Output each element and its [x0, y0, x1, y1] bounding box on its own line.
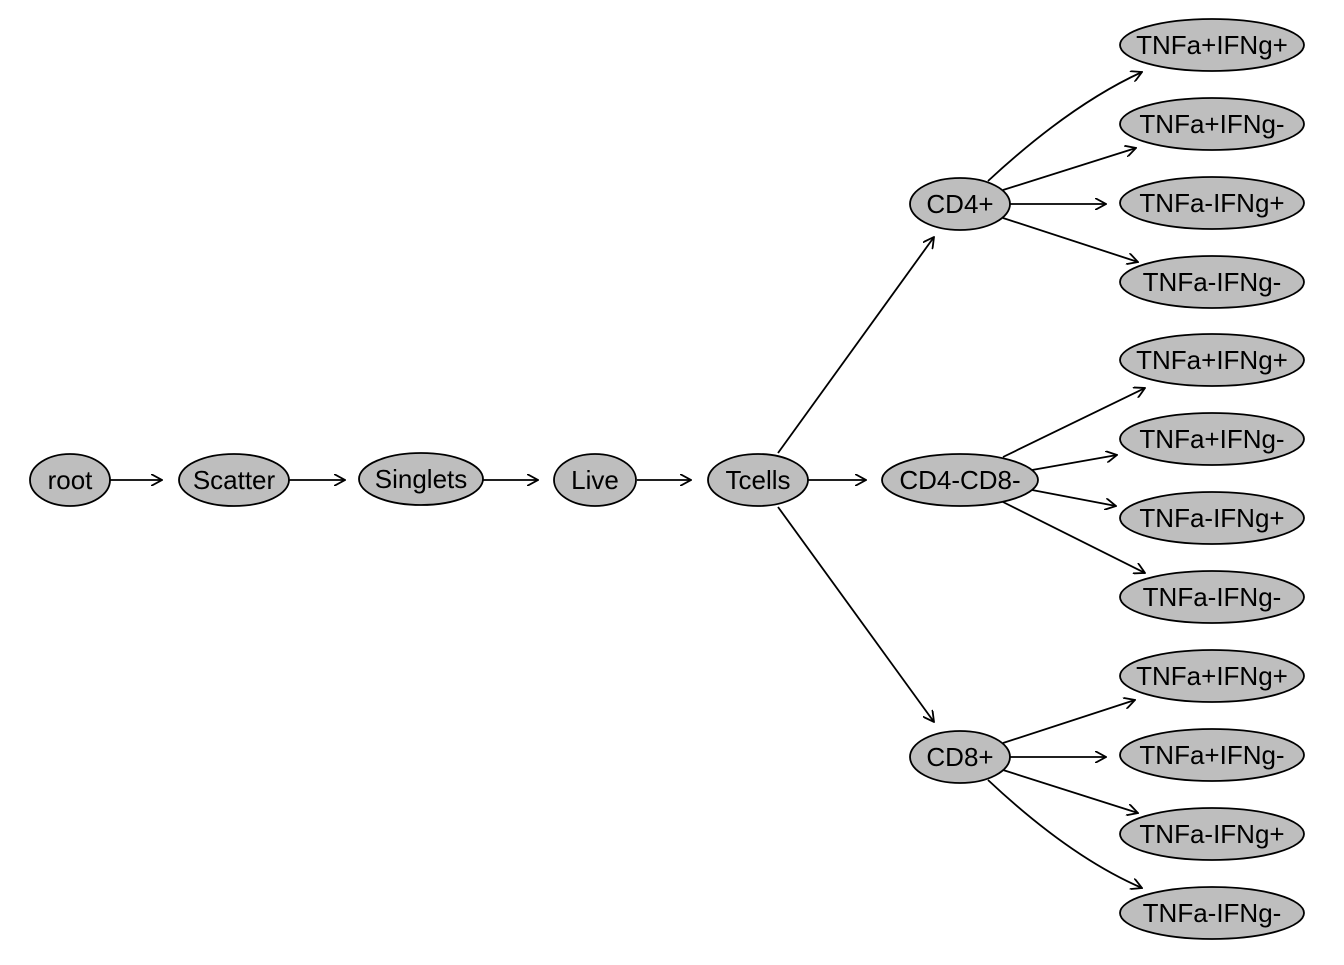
node-ellipse: [1119, 728, 1305, 782]
node-tcells: Tcells: [707, 453, 809, 507]
node-ellipse: [1119, 255, 1305, 309]
node-scatter: Scatter: [178, 453, 290, 507]
node-label: TNFa-IFNg-: [1143, 898, 1282, 928]
node-ellipse: [1119, 570, 1305, 624]
node-ellipse: [1119, 807, 1305, 861]
node-ellipse: [707, 453, 809, 507]
node-live: Live: [553, 453, 637, 507]
node-ellipse: [1119, 491, 1305, 545]
node-ellipse: [358, 452, 484, 506]
node-label: Scatter: [193, 465, 276, 495]
node-label: root: [48, 465, 94, 495]
node-label: CD8+: [926, 742, 993, 772]
edge-cd4-to-cd4_pp: [987, 72, 1142, 182]
node-cd8_pm: TNFa+IFNg-: [1119, 728, 1305, 782]
node-label: Live: [571, 465, 619, 495]
node-singlets: Singlets: [358, 452, 484, 506]
node-ellipse: [909, 177, 1011, 231]
node-label: TNFa+IFNg+: [1136, 345, 1288, 375]
node-label: TNFa-IFNg+: [1139, 819, 1284, 849]
node-ellipse: [909, 730, 1011, 784]
node-cd4_mp: TNFa-IFNg+: [1119, 176, 1305, 230]
edge-cd8-to-cd8_mm: [987, 779, 1142, 888]
edge-dn-to-dn_pm: [1031, 455, 1117, 471]
node-cd4_mm: TNFa-IFNg-: [1119, 255, 1305, 309]
node-ellipse: [881, 453, 1039, 507]
edge-tcells-to-cd4: [777, 237, 934, 454]
node-cd8_mm: TNFa-IFNg-: [1119, 886, 1305, 940]
node-ellipse: [1119, 18, 1305, 72]
node-label: Tcells: [725, 465, 790, 495]
edge-dn-to-dn_pp: [1002, 388, 1145, 458]
edge-cd4-to-cd4_pm: [1002, 148, 1136, 191]
node-dn_mm: TNFa-IFNg-: [1119, 570, 1305, 624]
node-label: TNFa-IFNg+: [1139, 188, 1284, 218]
edge-dn-to-dn_mp: [1031, 489, 1116, 506]
node-dn: CD4-CD8-: [881, 453, 1039, 507]
edge-cd8-to-cd8_pp: [1002, 700, 1135, 744]
edge-cd8-to-cd8_mp: [1002, 769, 1138, 813]
node-ellipse: [1119, 176, 1305, 230]
node-ellipse: [178, 453, 290, 507]
edge-dn-to-dn_mm: [1002, 501, 1145, 573]
node-ellipse: [1119, 333, 1305, 387]
node-label: CD4+: [926, 189, 993, 219]
node-cd8_mp: TNFa-IFNg+: [1119, 807, 1305, 861]
node-cd8_pp: TNFa+IFNg+: [1119, 649, 1305, 703]
node-label: TNFa-IFNg-: [1143, 582, 1282, 612]
node-ellipse: [1119, 97, 1305, 151]
node-cd8: CD8+: [909, 730, 1011, 784]
node-cd4_pm: TNFa+IFNg-: [1119, 97, 1305, 151]
node-dn_mp: TNFa-IFNg+: [1119, 491, 1305, 545]
node-label: TNFa-IFNg-: [1143, 267, 1282, 297]
node-label: TNFa-IFNg+: [1139, 503, 1284, 533]
node-label: CD4-CD8-: [899, 465, 1020, 495]
node-label: TNFa+IFNg+: [1136, 661, 1288, 691]
node-cd4_pp: TNFa+IFNg+: [1119, 18, 1305, 72]
node-label: TNFa+IFNg-: [1139, 424, 1284, 454]
node-ellipse: [29, 453, 111, 507]
node-label: TNFa+IFNg-: [1139, 740, 1284, 770]
node-label: TNFa+IFNg+: [1136, 30, 1288, 60]
node-label: Singlets: [375, 464, 468, 494]
node-ellipse: [1119, 412, 1305, 466]
node-dn_pm: TNFa+IFNg-: [1119, 412, 1305, 466]
node-dn_pp: TNFa+IFNg+: [1119, 333, 1305, 387]
node-ellipse: [1119, 649, 1305, 703]
edge-cd4-to-cd4_mm: [1002, 217, 1138, 262]
node-ellipse: [1119, 886, 1305, 940]
node-ellipse: [553, 453, 637, 507]
node-root: root: [29, 453, 111, 507]
node-cd4: CD4+: [909, 177, 1011, 231]
edge-tcells-to-cd8: [777, 506, 934, 722]
node-label: TNFa+IFNg-: [1139, 109, 1284, 139]
